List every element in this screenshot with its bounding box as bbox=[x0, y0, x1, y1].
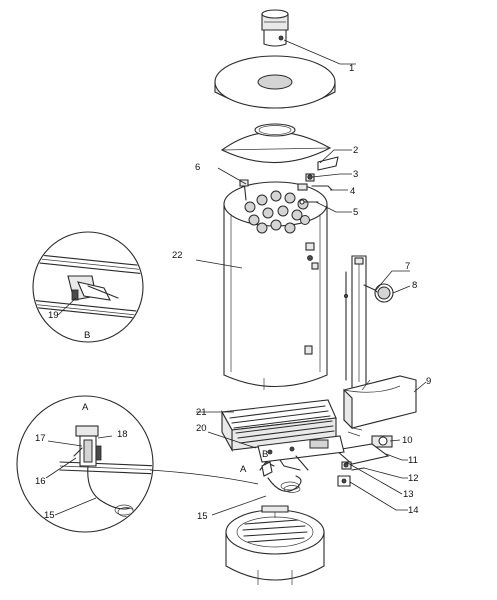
detail-a-connector bbox=[149, 469, 259, 485]
top-fittings bbox=[297, 156, 339, 205]
callout-labels: 1 2 3 4 5 6 7 8 9 10 11 12 13 14 15 15 1… bbox=[35, 63, 431, 522]
draft-hood-dome bbox=[220, 123, 332, 164]
top-cover-disc bbox=[214, 55, 336, 109]
callout-9: 9 bbox=[426, 376, 431, 387]
callout-4: 4 bbox=[350, 186, 355, 197]
callout-18: 18 bbox=[117, 429, 128, 440]
callout-12: 12 bbox=[408, 473, 419, 484]
detail-b-label-main: B bbox=[262, 449, 268, 460]
tank-body bbox=[223, 181, 328, 390]
front-cover bbox=[343, 375, 417, 430]
callout-1: 1 bbox=[349, 63, 354, 74]
callout-17: 17 bbox=[35, 433, 46, 444]
detail-a-inset bbox=[16, 395, 154, 533]
burner-assembly bbox=[221, 399, 345, 471]
thermocouple bbox=[259, 461, 302, 493]
callout-19: 19 bbox=[48, 310, 59, 321]
detail-letters: A A B B bbox=[82, 330, 268, 475]
callout-7: 7 bbox=[405, 261, 410, 272]
callout-5: 5 bbox=[353, 207, 358, 218]
detail-a-label-main: A bbox=[240, 464, 247, 475]
callout-2: 2 bbox=[353, 145, 358, 156]
callout-10: 10 bbox=[402, 435, 413, 446]
flue-pipe bbox=[261, 9, 289, 47]
callout-15-inset: 15 bbox=[44, 510, 55, 521]
base-grate-slots bbox=[242, 519, 308, 543]
callout-8: 8 bbox=[412, 280, 417, 291]
detail-a-label-inset: A bbox=[82, 402, 89, 413]
callout-21: 21 bbox=[196, 407, 207, 418]
detail-b-label-inset: B bbox=[84, 330, 90, 341]
callout-14: 14 bbox=[408, 505, 419, 516]
top-flue-openings bbox=[244, 190, 310, 234]
burner-tubes bbox=[229, 405, 335, 444]
gas-valve-assembly bbox=[334, 427, 393, 487]
combustion-chamber-base bbox=[225, 505, 325, 585]
callout-22: 22 bbox=[172, 250, 183, 261]
detail-b-inset bbox=[32, 231, 144, 343]
sensor-rod bbox=[343, 255, 376, 389]
callout-11: 11 bbox=[408, 455, 418, 466]
callout-15: 15 bbox=[197, 511, 208, 522]
callout-6: 6 bbox=[195, 162, 200, 173]
temperature-gauge bbox=[374, 283, 394, 303]
callout-3: 3 bbox=[353, 169, 358, 180]
callout-13: 13 bbox=[403, 489, 414, 500]
callout-16: 16 bbox=[35, 476, 46, 487]
callout-20: 20 bbox=[196, 423, 207, 434]
leader-lines bbox=[45, 39, 427, 516]
